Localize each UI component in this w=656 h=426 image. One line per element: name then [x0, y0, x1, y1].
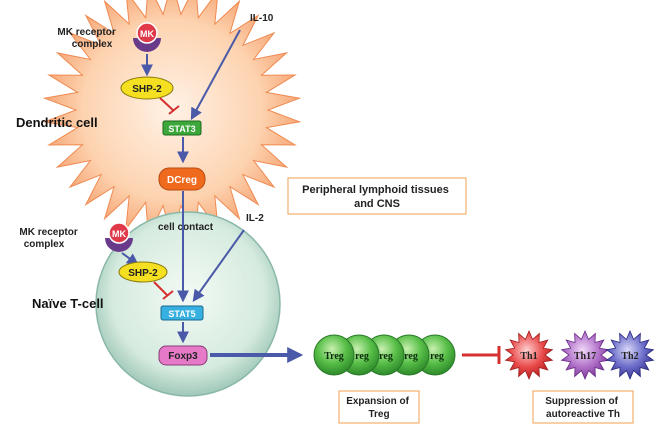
tcell-stat5-node	[160, 305, 204, 321]
dc-mk-text: MK	[140, 29, 154, 39]
treg-cell-2-label: reg	[355, 351, 369, 362]
tcell-il2-label: IL-2	[246, 213, 264, 224]
dc-shp2-node	[120, 76, 174, 100]
th-caption-box	[532, 390, 634, 424]
dc-il10-label: IL-10	[250, 13, 274, 24]
tcell-label: Naïve T-cell	[32, 296, 104, 311]
treg-cluster: reg reg reg reg Treg	[313, 334, 456, 376]
dc-stat3-node	[162, 120, 202, 136]
th1-cell	[504, 329, 554, 381]
th1-label: Th1	[520, 351, 537, 362]
tcell-foxp3-node	[158, 345, 208, 366]
tcell-mk-ligand	[108, 222, 130, 244]
dc-label: Dendritic cell	[16, 115, 98, 130]
th2-cell	[605, 329, 655, 381]
dc-mk-ligand	[136, 22, 158, 44]
dc-mk-receptor-label: MK receptor complex	[57, 27, 118, 50]
dc-mk-receptor-cup	[133, 38, 161, 52]
treg-caption-box	[338, 390, 420, 424]
treg-cell-4-label: reg	[404, 351, 418, 362]
dc-il10-arrow	[190, 29, 241, 121]
th-caption: Suppression of autoreactive Th	[545, 396, 621, 420]
th17-cell	[560, 329, 610, 381]
tcell-stat5-text: STAT5	[168, 309, 195, 319]
naive-t-cell-body	[95, 211, 281, 397]
treg-cell-5-label: reg	[430, 351, 444, 362]
dc-shp2-text: SHP-2	[132, 84, 162, 95]
tcell-shp2-node	[118, 261, 168, 283]
dc-dcreg-node	[158, 167, 206, 191]
tcell-mk-receptor-label: MK receptor complex	[19, 227, 80, 250]
tcell-mk-receptor-cup	[105, 238, 133, 252]
treg-cell-1	[313, 334, 355, 376]
tcell-shp2-inhibit-bar	[162, 290, 174, 300]
treg-cell-1-label: Treg	[324, 351, 344, 362]
cell-contact-label: cell contact	[158, 222, 214, 233]
tcell-il2-arrow	[192, 229, 245, 302]
location-box	[287, 177, 467, 215]
tcell-shp2-text: SHP-2	[128, 268, 158, 279]
treg-cell-3-label: reg	[379, 351, 393, 362]
tcell-foxp3-text: Foxp3	[168, 351, 198, 362]
th17-label: Th17	[574, 351, 596, 362]
dc-shp2-inhibit-line	[159, 97, 175, 112]
location-box-text: Peripheral lymphoid tissues and CNS	[302, 184, 452, 210]
tcell-mk-text: MK	[112, 229, 126, 239]
th2-label: Th2	[621, 351, 638, 362]
dc-shp2-inhibit-bar	[168, 105, 180, 115]
tcell-shp2-inhibit-line	[153, 281, 169, 297]
dc-stat3-text: STAT3	[168, 124, 195, 134]
treg-caption: Expansion of Treg	[346, 396, 412, 420]
dc-dcreg-text: DCreg	[167, 175, 197, 186]
